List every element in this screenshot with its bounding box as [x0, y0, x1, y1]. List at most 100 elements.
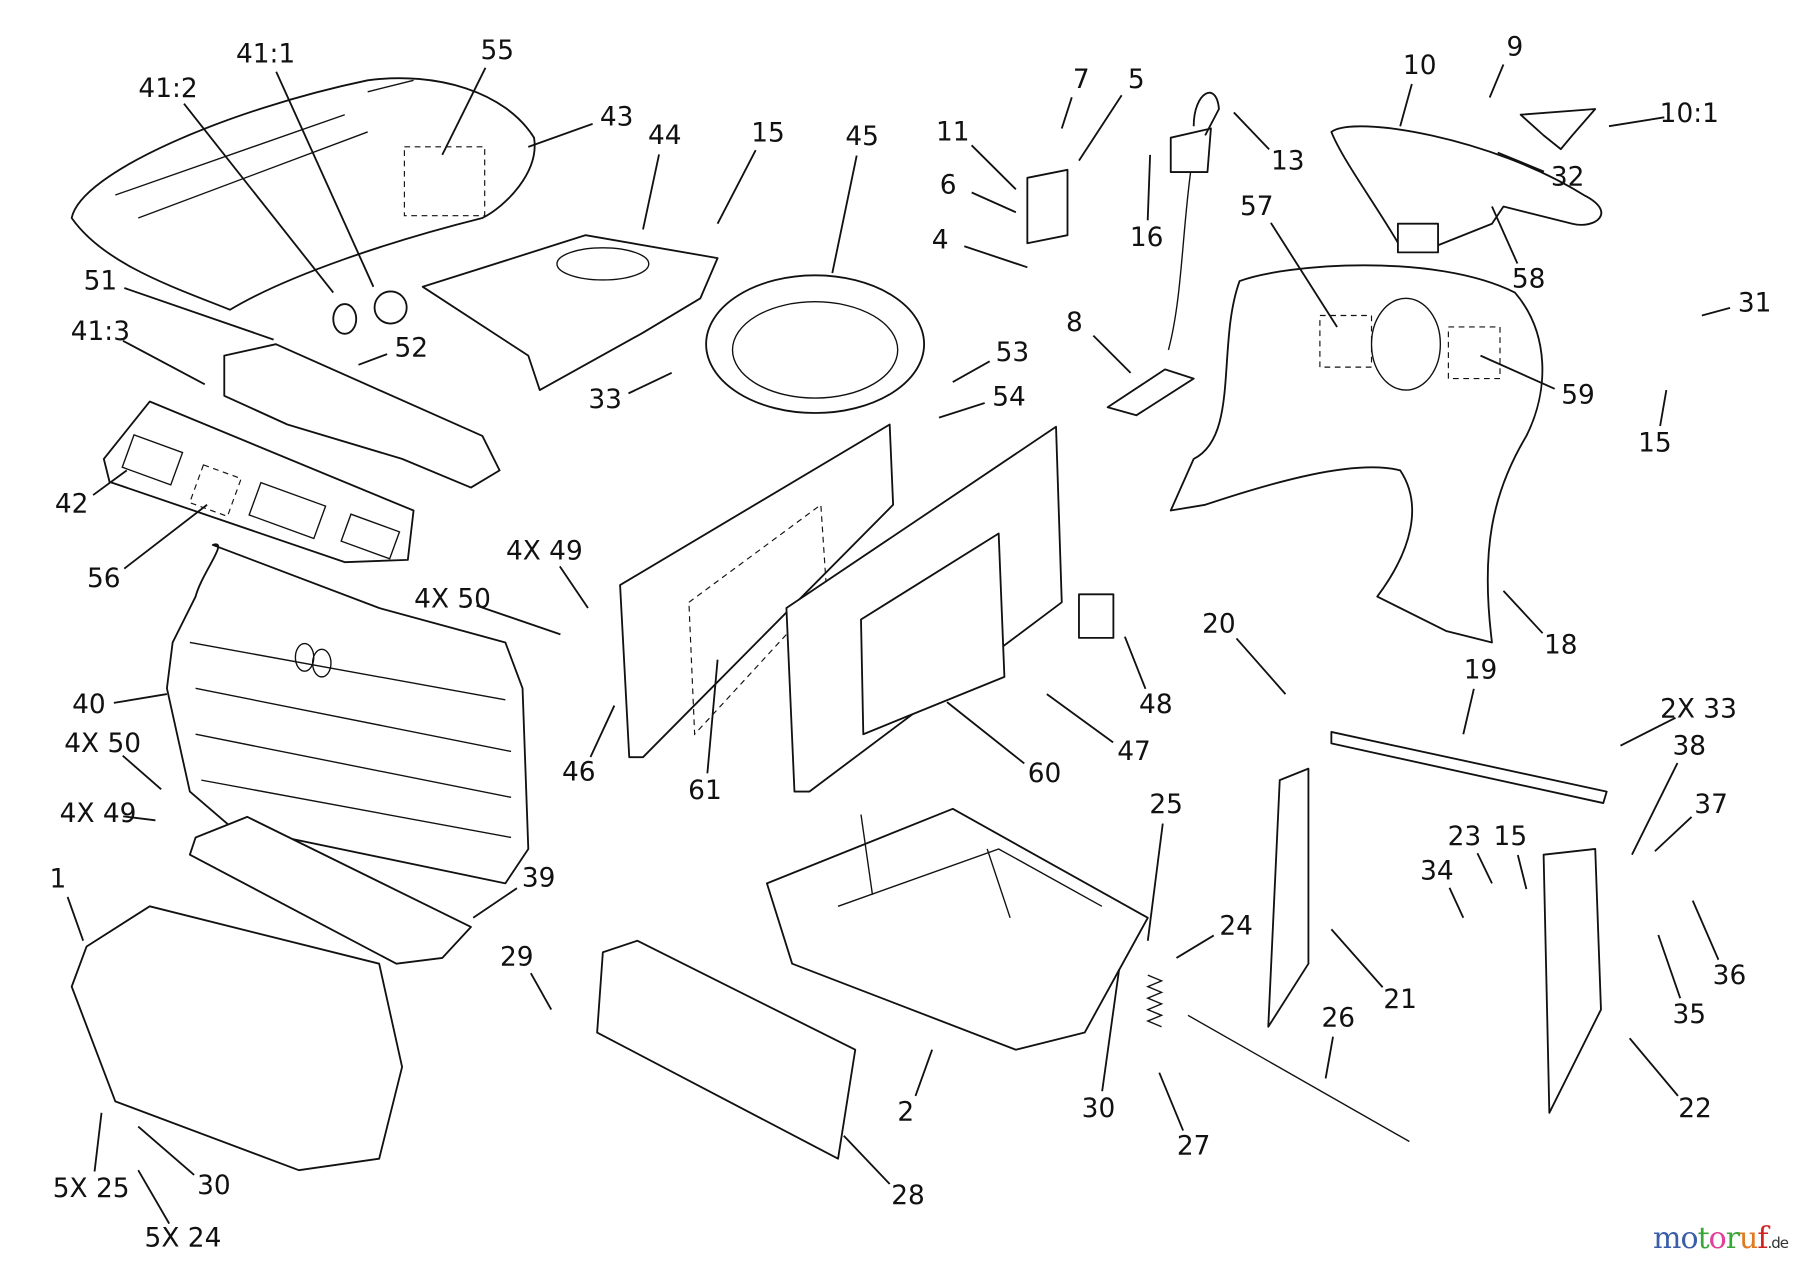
callout-label: 5 — [1128, 65, 1145, 95]
leader-line — [1101, 969, 1121, 1092]
callout-label: 47 — [1117, 737, 1151, 767]
leader-line — [1654, 816, 1693, 852]
leader-line — [1691, 900, 1720, 961]
callout-label: 15 — [1494, 822, 1528, 852]
callout-label: 2 — [897, 1097, 914, 1127]
leader-line — [1399, 83, 1413, 127]
callout-label: 20 — [1202, 610, 1236, 640]
bracket-5 — [1026, 168, 1069, 245]
watermark-letter: u — [1739, 1221, 1758, 1256]
leader-line — [66, 896, 85, 942]
plate-28 — [596, 939, 857, 1160]
callout-label: 4X 49 — [506, 536, 583, 566]
leader-line — [1176, 934, 1215, 959]
leader-line — [914, 1049, 933, 1097]
watermark-letter: o — [1680, 1221, 1699, 1256]
leader-line — [122, 755, 162, 790]
leader-line — [122, 340, 206, 386]
callout-label: 21 — [1383, 985, 1417, 1015]
callout-label: 24 — [1219, 911, 1253, 941]
callout-label: 1 — [50, 864, 67, 894]
leader-line — [123, 815, 156, 822]
callout-label: 15 — [751, 119, 785, 149]
leader-line — [1620, 716, 1676, 747]
callout-label: 55 — [481, 36, 515, 66]
side-panel-46 — [619, 423, 895, 759]
leader-line — [1146, 823, 1164, 941]
leader-line — [93, 1112, 103, 1172]
callout-label: 59 — [1561, 380, 1595, 410]
leader-line — [275, 71, 375, 288]
callout-label: 29 — [500, 942, 534, 972]
rod-26 — [1187, 1014, 1410, 1143]
leader-line — [123, 504, 208, 570]
callout-label: 4 — [932, 225, 949, 255]
callout-label: 61 — [688, 776, 722, 806]
plate-39 — [188, 815, 472, 965]
leader-line — [1124, 636, 1147, 690]
callout-label: 57 — [1240, 192, 1274, 222]
leader-line — [124, 287, 274, 341]
leader-line — [952, 360, 991, 383]
leader-line — [1078, 94, 1123, 162]
callout-label: 4X 50 — [64, 729, 141, 759]
leader-line — [1330, 928, 1384, 988]
leader-line — [530, 972, 553, 1011]
leader-line — [1233, 111, 1270, 151]
leader-line — [1608, 116, 1665, 128]
leader-line — [1092, 334, 1132, 374]
callout-label: 35 — [1673, 1000, 1707, 1030]
callout-label: 40 — [72, 690, 106, 720]
bar-19 — [1330, 731, 1608, 804]
support-22 — [1542, 848, 1602, 1114]
leader-line — [476, 604, 561, 636]
callout-label: 53 — [996, 338, 1030, 368]
callout-label: 43 — [600, 103, 634, 133]
callout-label: 45 — [845, 122, 879, 152]
leader-lines — [66, 64, 1731, 1225]
leader-line — [1502, 590, 1544, 634]
callout-label: 11 — [936, 118, 970, 148]
leader-line — [1516, 854, 1528, 890]
leader-line — [1631, 762, 1679, 856]
callout-label: 56 — [87, 564, 121, 594]
watermark-text: motoruf — [1653, 1221, 1768, 1256]
leader-line — [559, 565, 589, 609]
watermark-tld: .de — [1767, 1234, 1789, 1252]
leader-line — [1657, 934, 1682, 999]
plate-8 — [1106, 368, 1195, 417]
cap-10-1 — [1519, 108, 1597, 151]
leader-line — [1448, 887, 1465, 919]
leader-line — [964, 245, 1028, 269]
callout-label: 8 — [1066, 308, 1083, 338]
leader-line — [527, 122, 593, 148]
leader-line — [1628, 1037, 1679, 1097]
leader-line — [183, 103, 334, 294]
leader-line — [946, 701, 1025, 765]
cable-16 — [1167, 166, 1193, 351]
spring-27 — [1146, 974, 1164, 1028]
callout-label: 54 — [992, 383, 1026, 413]
callout-label: 32 — [1551, 162, 1585, 192]
callout-label: 9 — [1507, 33, 1524, 63]
leader-line — [92, 469, 128, 496]
leader-line — [1462, 688, 1475, 735]
callout-label: 22 — [1678, 1094, 1712, 1124]
callout-label: 5X 25 — [53, 1174, 130, 1204]
callout-label: 41:2 — [138, 74, 197, 104]
hood-43 — [70, 77, 536, 311]
leader-line — [1046, 693, 1114, 744]
leader-line — [137, 1125, 195, 1176]
callout-label: 44 — [648, 121, 682, 151]
watermark-letter: f — [1757, 1221, 1768, 1256]
callout-label: 4X 50 — [414, 585, 491, 615]
leader-line — [970, 144, 1017, 190]
callout-label: 18 — [1544, 630, 1578, 660]
leader-line — [831, 155, 858, 274]
label-48 — [1078, 593, 1115, 639]
bulb-41-1 — [373, 290, 408, 325]
callout-label: 27 — [1177, 1132, 1211, 1162]
lever-13 — [1169, 91, 1220, 174]
callout-label: 4X 49 — [60, 799, 137, 829]
